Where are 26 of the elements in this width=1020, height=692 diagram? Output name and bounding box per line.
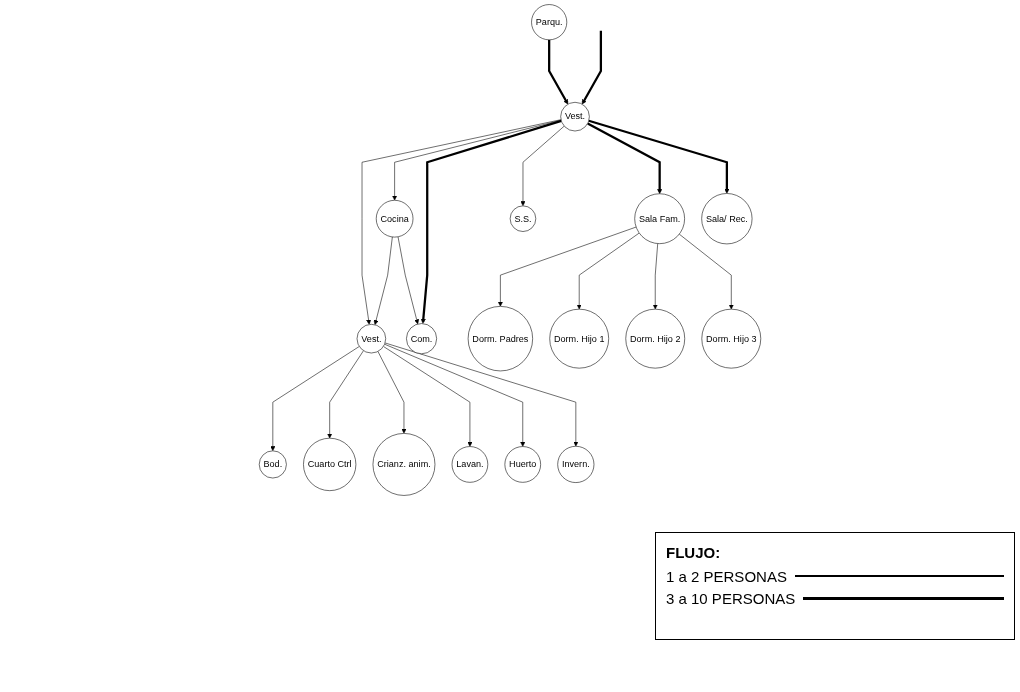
- arrow: [587, 122, 663, 194]
- node-circle: Cuarto Ctrl: [303, 437, 357, 491]
- node-circle: Invern.: [557, 446, 595, 483]
- node-circle: Parqu.: [531, 4, 568, 41]
- node-circle: Dorm. Padres: [467, 306, 533, 372]
- node-circle: Sala/ Rec.: [701, 193, 753, 245]
- node-circle: Com.: [406, 323, 437, 355]
- arrow: [581, 30, 602, 105]
- legend-title: FLUJO:: [666, 543, 722, 563]
- arrow: [548, 39, 569, 105]
- node-circle: S.S.: [509, 205, 537, 232]
- node-circle: Huerto: [504, 446, 541, 483]
- node-circle: Dorm. Hijo 3: [701, 308, 762, 369]
- node-circle: Vest.: [560, 102, 590, 132]
- arrow: [420, 119, 562, 324]
- node-circle: Lavan.: [451, 446, 489, 483]
- node-circle: Cocina: [375, 200, 414, 238]
- node-circle: Dorm. Hijo 2: [625, 308, 686, 369]
- node-circle: Dorm. Hijo 1: [549, 308, 609, 369]
- legend-text: 3 a 10 PERSONAS: [666, 589, 796, 607]
- arrow: [588, 119, 730, 194]
- node-circle: Vest.: [356, 324, 386, 354]
- node-circle: Crianz. anim.: [372, 433, 436, 496]
- legend-text: 1 a 2 PERSONAS: [666, 567, 787, 585]
- node-circle: Bod.: [258, 450, 287, 479]
- node-circle: Sala Fam.: [634, 193, 685, 244]
